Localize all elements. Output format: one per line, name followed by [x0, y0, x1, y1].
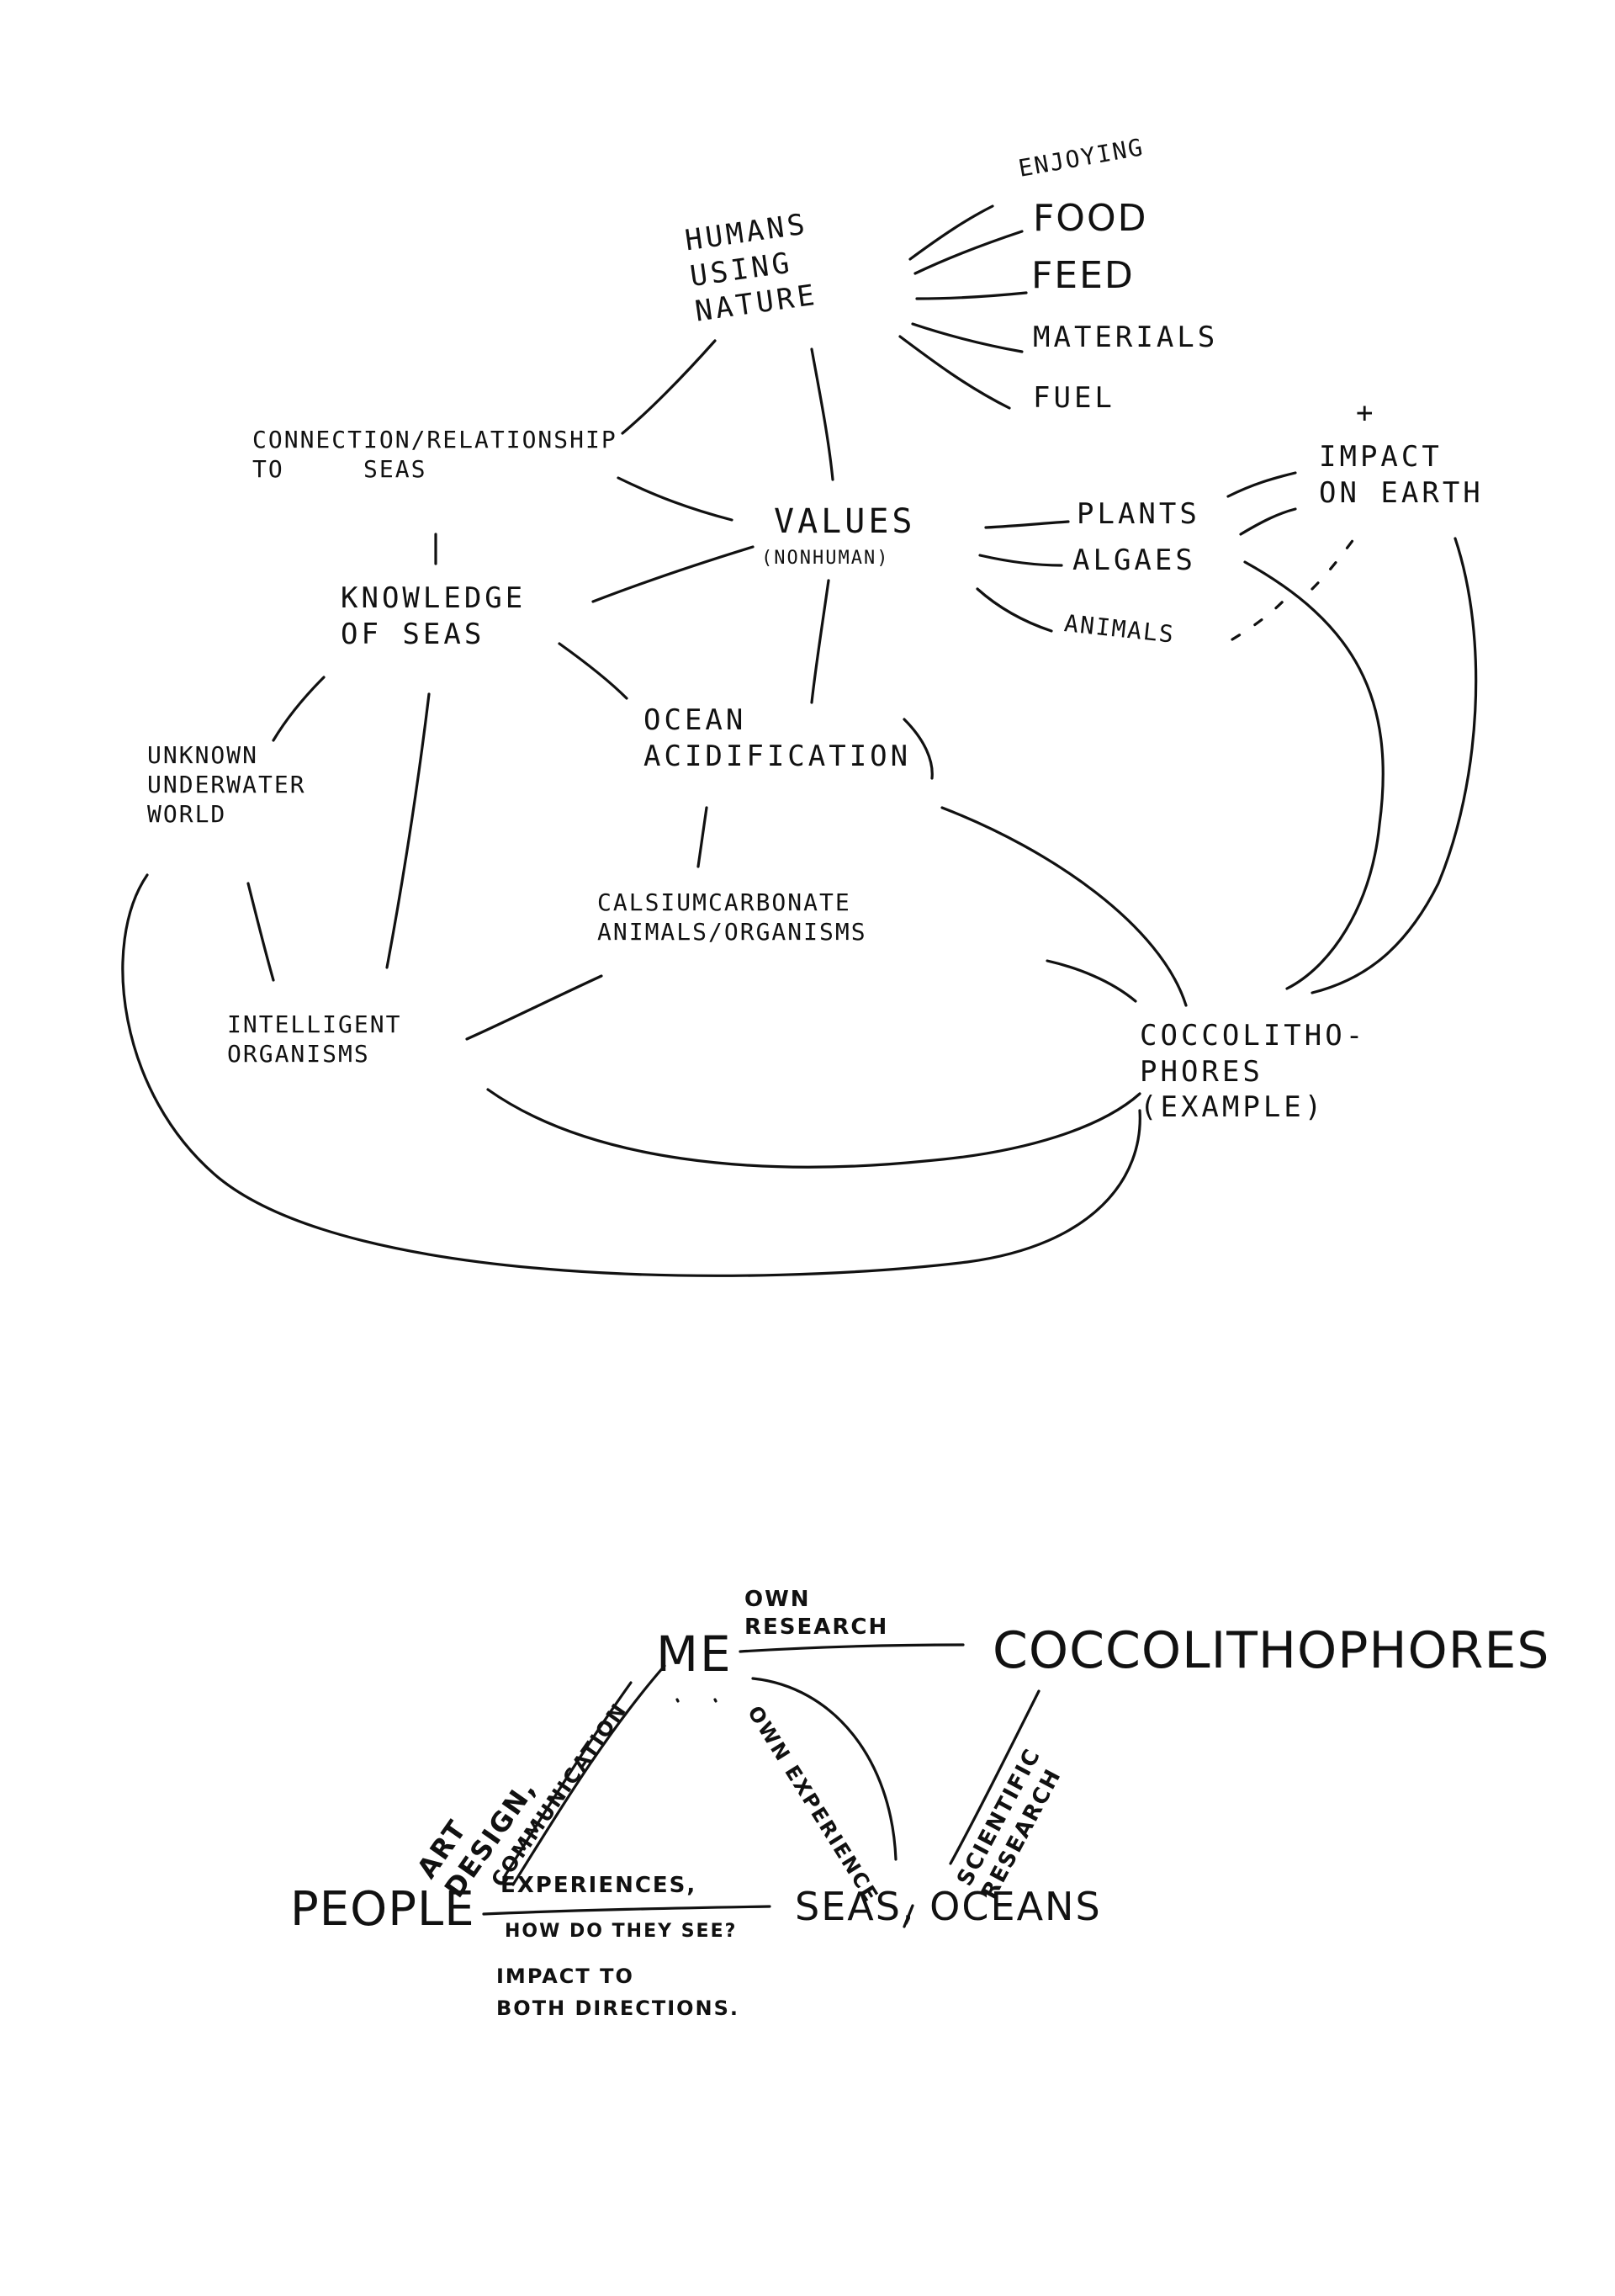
node-coccolithophores-example: COCCOLITHO- PHORES (EXAMPLE) [1140, 1019, 1367, 1124]
line-ocean-calcium [696, 806, 708, 868]
node-fuel: FUEL [1033, 381, 1115, 415]
line-values-algaes [978, 554, 1063, 567]
line-me-coccolithophores [739, 1643, 965, 1653]
line-ocean-bracket [903, 718, 934, 780]
node-me: ME [656, 1625, 733, 1683]
node-calcium-carbonate: CALSIUMCARBONATE ANIMALS/ORGANISMS [597, 888, 867, 946]
line-unknown-intelligent [246, 882, 275, 982]
node-plus: + [1356, 396, 1377, 430]
node-values: VALUES [774, 502, 916, 541]
node-how-do-they-see: HOW DO THEY SEE? [505, 1921, 738, 1942]
node-intelligent-organisms: INTELLIGENT ORGANISMS [227, 1010, 402, 1068]
line-plants-impact [1226, 471, 1297, 498]
line-dots-me [675, 1698, 717, 1703]
line-connection-values [617, 476, 733, 522]
node-experiences: EXPERIENCES, [500, 1873, 697, 1898]
node-own-research: OWN RESEARCH [744, 1587, 889, 1640]
line-me-people [503, 1681, 633, 1878]
line-algaes-coccoli [1243, 560, 1385, 990]
line-ocean-coccoli [940, 806, 1188, 1007]
dash-animals-impact [1231, 600, 1284, 641]
node-plants: PLANTS [1077, 497, 1200, 531]
line-nature-food [913, 230, 1024, 275]
node-algaes: ALGAES [1072, 544, 1196, 577]
line-people-seas [482, 1905, 771, 1916]
dash-algaes-impact [1311, 537, 1356, 591]
node-impact-on-earth: IMPACT ON EARTH [1319, 440, 1484, 510]
node-seas-oceans: SEAS, OCEANS [795, 1884, 1102, 1929]
node-impact-to-both-directions: IMPACT TO BOTH DIRECTIONS. [496, 1965, 740, 2021]
line-communication-arc [511, 1664, 666, 1886]
node-connection-relationship: CONNECTION/RELATIONSHIP TO SEAS [252, 426, 617, 483]
line-values-plants [984, 520, 1070, 529]
line-scientific-research [949, 1689, 1040, 1865]
node-people: PEOPLE [290, 1882, 475, 1937]
node-materials: MATERIALS [1033, 321, 1219, 354]
node-humans-using-nature: HUMANS USING NATURE [682, 207, 820, 329]
line-knowledge-values [591, 545, 755, 603]
node-values-nonhuman: (NONHUMAN) [761, 548, 890, 569]
line-values-animals [976, 587, 1053, 633]
line-nature-values [810, 347, 834, 481]
line-calcium-coccoli [1046, 959, 1137, 1003]
line-nature-fuel [898, 335, 1011, 410]
line-nature-feed [915, 291, 1028, 300]
line-seas-comma [903, 1904, 914, 1928]
line-knowledge-unknown [272, 676, 326, 742]
node-feed: FEED [1031, 254, 1135, 297]
line-nature-materials [911, 322, 1024, 353]
line-values-ocean [810, 579, 830, 704]
line-intelligent-coccoli-loop [486, 1088, 1141, 1169]
line-knowledge-ocean [558, 642, 628, 700]
node-ocean-acidification: OCEAN ACIDIFICATION [643, 703, 912, 773]
node-coccolithophores: COCCOLITHOPHORES [993, 1621, 1550, 1680]
line-calcium-intelligent [465, 974, 603, 1041]
line-algaes-impact [1239, 507, 1297, 536]
line-nature-enjoying [908, 204, 994, 261]
line-own-experience-arc [751, 1677, 898, 1861]
line-nature-connection [621, 339, 717, 435]
node-unknown-underwater-world: UNKNOWN UNDERWATER WORLD [147, 741, 306, 828]
line-big-loop [121, 873, 1141, 1277]
node-knowledge-of-seas: KNOWLEDGE OF SEAS [341, 581, 527, 651]
node-food: FOOD [1033, 197, 1148, 240]
line-knowledge-intelligent [385, 692, 431, 969]
line-impact-coccoli [1311, 537, 1478, 994]
